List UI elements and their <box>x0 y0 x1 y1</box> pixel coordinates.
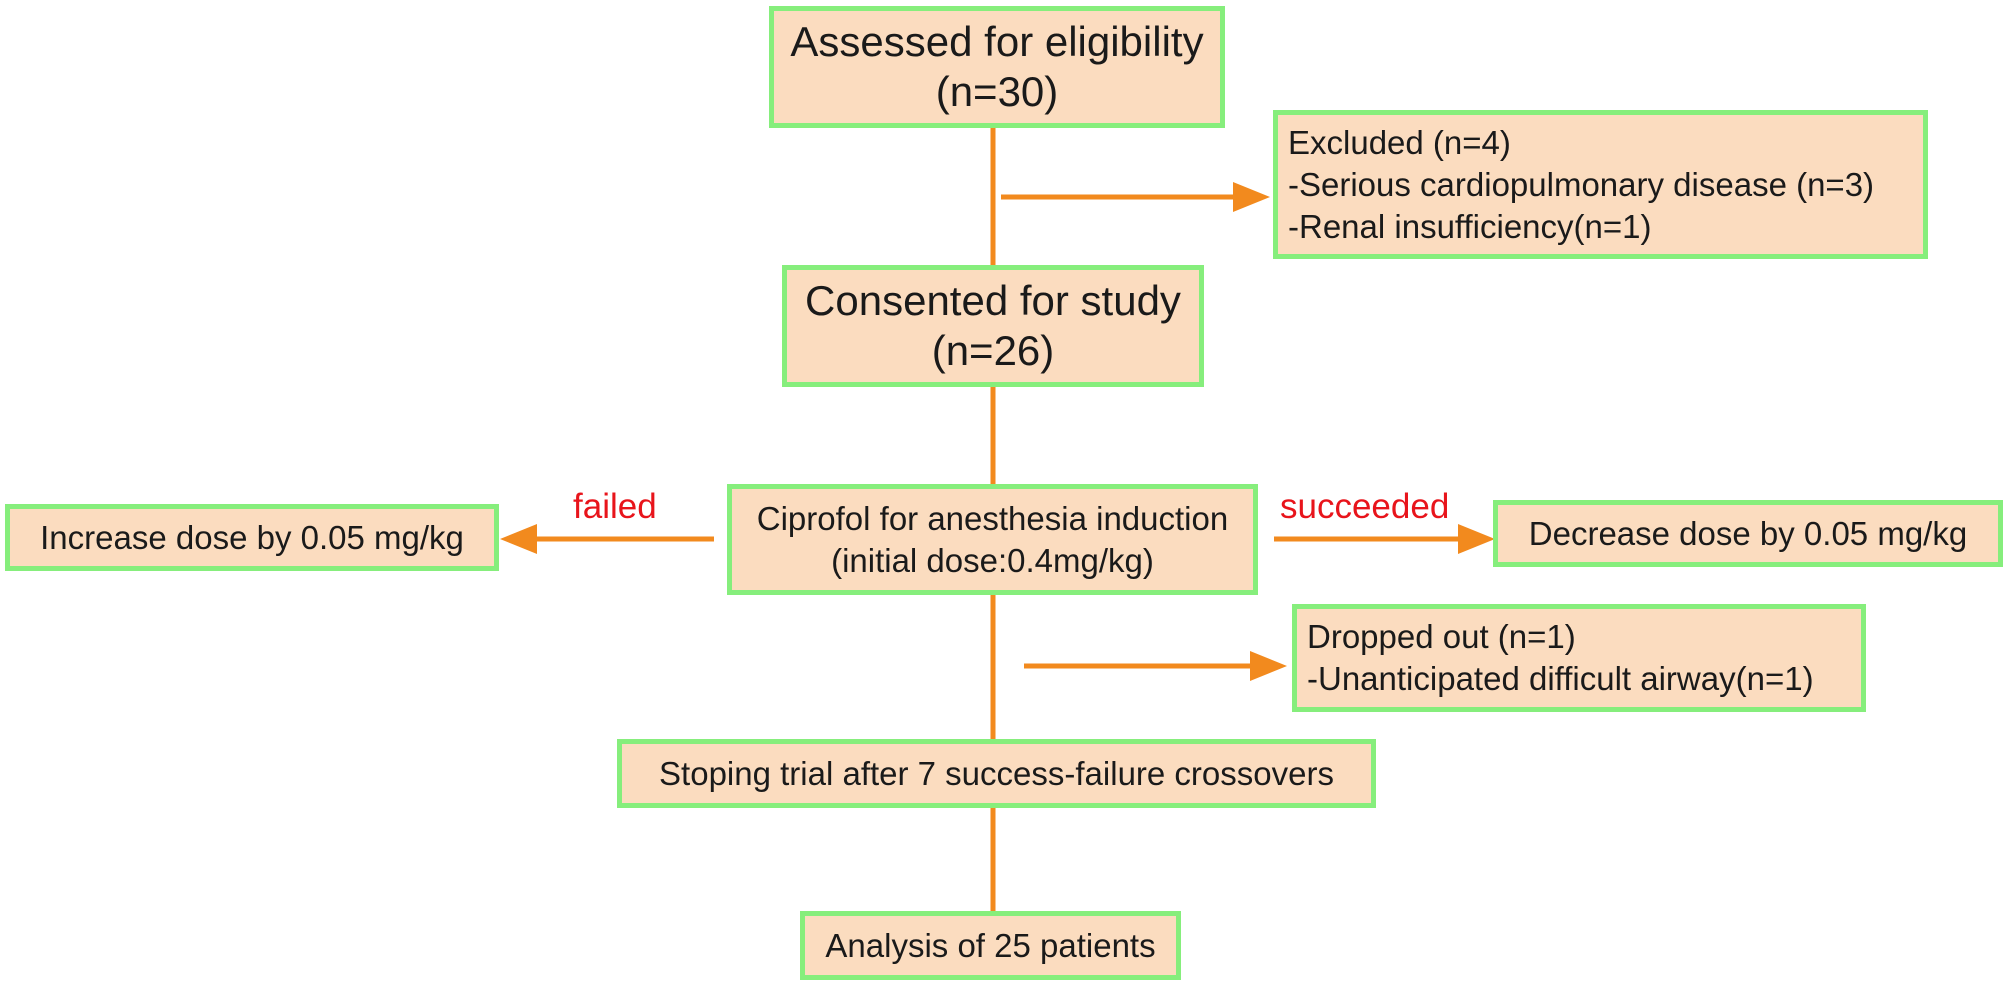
node-consented-for-study: Consented for study (n=26) <box>782 265 1204 387</box>
arrow-head-to-decrease <box>1458 524 1495 554</box>
node-assessed-count: (n=30) <box>935 68 1059 115</box>
arrow-head-to-excluded <box>1233 182 1270 212</box>
arrow-head-to-dropped <box>1250 651 1287 681</box>
node-increase-dose: Increase dose by 0.05 mg/kg <box>5 504 499 571</box>
node-assessed-for-eligibility: Assessed for eligibility (n=30) <box>769 6 1225 128</box>
node-consented-count: (n=26) <box>931 327 1055 374</box>
edge-label-succeeded: succeeded <box>1280 487 1450 526</box>
node-analysis: Analysis of 25 patients <box>800 911 1181 980</box>
edge-label-failed: failed <box>573 487 657 526</box>
node-increase-text: Increase dose by 0.05 mg/kg <box>40 518 464 556</box>
node-ciprofol-line: (initial dose:0.4mg/kg) <box>831 541 1154 579</box>
node-excluded-line: Excluded (n=4) <box>1288 123 1511 161</box>
node-dropped-line: Dropped out (n=1) <box>1307 618 1576 655</box>
node-ciprofol-induction: Ciprofol for anesthesia induction (initi… <box>727 484 1258 595</box>
node-excluded-line: -Serious cardiopulmonary disease (n=3) <box>1288 165 1875 203</box>
node-excluded-line: -Renal insufficiency(n=1) <box>1288 207 1652 245</box>
node-excluded: Excluded (n=4) -Serious cardiopulmonary … <box>1273 110 1928 259</box>
node-ciprofol-line: Ciprofol for anesthesia induction <box>756 499 1229 537</box>
arrow-head-to-increase <box>500 524 537 554</box>
node-assessed-title: Assessed for eligibility <box>790 18 1204 65</box>
node-decrease-text: Decrease dose by 0.05 mg/kg <box>1528 514 1968 552</box>
node-dropped-line: -Unanticipated difficult airway(n=1) <box>1307 660 1814 697</box>
node-consented-title: Consented for study <box>805 277 1181 324</box>
node-analysis-text: Analysis of 25 patients <box>825 926 1156 964</box>
node-stopping-trial: Stoping trial after 7 success-failure cr… <box>617 739 1376 808</box>
node-dropped-out: Dropped out (n=1) -Unanticipated difficu… <box>1292 604 1866 712</box>
node-decrease-dose: Decrease dose by 0.05 mg/kg <box>1493 500 2003 567</box>
node-stopping-text: Stoping trial after 7 success-failure cr… <box>659 754 1334 792</box>
